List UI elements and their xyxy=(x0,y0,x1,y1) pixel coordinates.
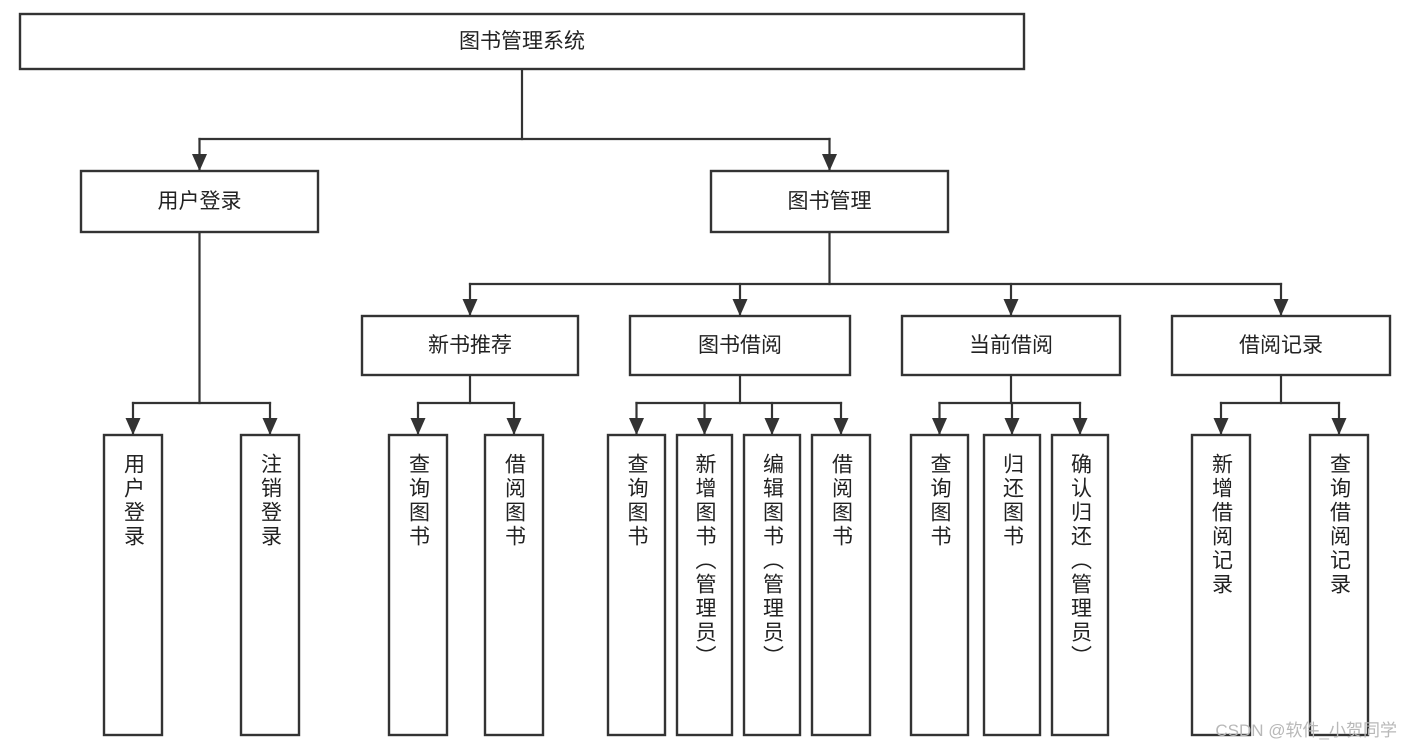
arrow-head-icon xyxy=(1072,418,1088,435)
arrow-head-icon xyxy=(1004,418,1020,435)
node-box-leaf-borrow-book-bw[interactable] xyxy=(810,433,872,737)
node-box-leaf-user-login[interactable] xyxy=(102,433,164,737)
arrow-head-icon xyxy=(1003,299,1019,316)
arrow-head-icon xyxy=(697,418,712,435)
arrow-head-icon xyxy=(833,418,849,435)
node-box-leaf-query-record[interactable] xyxy=(1308,433,1370,737)
arrow-head-icon xyxy=(629,418,644,435)
box-layer xyxy=(18,12,1392,737)
node-box-new-book-rec[interactable] xyxy=(360,314,580,377)
node-box-leaf-user-logout[interactable] xyxy=(239,433,301,737)
node-box-leaf-add-book[interactable] xyxy=(675,433,734,737)
node-label-new-book-rec: 新书推荐 xyxy=(428,334,512,357)
arrow-head-icon xyxy=(1273,299,1289,316)
node-label-book-manage: 图书管理 xyxy=(788,190,872,213)
arrow-head-icon xyxy=(1213,418,1229,435)
node-box-leaf-confirm-return[interactable] xyxy=(1050,433,1110,737)
arrow-head-icon xyxy=(822,154,837,171)
arrow-head-icon xyxy=(462,299,478,316)
node-box-leaf-add-record[interactable] xyxy=(1190,433,1252,737)
watermark: CSDN @软件_小贺同学 xyxy=(1215,721,1397,740)
arrow-head-icon xyxy=(764,418,780,435)
node-box-leaf-query-book-rec[interactable] xyxy=(387,433,449,737)
node-box-leaf-query-book-bw[interactable] xyxy=(606,433,667,737)
node-label-root: 图书管理系统 xyxy=(459,30,585,53)
arrow-head-icon xyxy=(192,154,207,171)
node-box-leaf-borrow-book-rec[interactable] xyxy=(483,433,545,737)
node-box-borrow-record[interactable] xyxy=(1170,314,1392,377)
node-box-book-borrow[interactable] xyxy=(628,314,852,377)
node-box-root[interactable] xyxy=(18,12,1026,71)
node-box-user-login[interactable] xyxy=(79,169,320,234)
node-label-borrow-record: 借阅记录 xyxy=(1239,334,1323,357)
node-box-current-borrow[interactable] xyxy=(900,314,1122,377)
node-box-leaf-query-book-cb[interactable] xyxy=(909,433,970,737)
node-box-book-manage[interactable] xyxy=(709,169,950,234)
node-box-leaf-edit-book[interactable] xyxy=(742,433,802,737)
node-label-current-borrow: 当前借阅 xyxy=(969,334,1053,357)
arrow-head-icon xyxy=(506,418,522,435)
node-label-user-login: 用户登录 xyxy=(158,190,242,213)
arrow-head-icon xyxy=(1331,418,1347,435)
arrow-head-icon xyxy=(732,299,748,316)
arrow-head-icon xyxy=(125,418,141,435)
connector-layer xyxy=(125,67,1347,436)
arrow-head-icon xyxy=(932,418,947,435)
arrow-head-icon xyxy=(262,418,278,435)
arrow-head-icon xyxy=(410,418,426,435)
node-box-leaf-return-book[interactable] xyxy=(982,433,1042,737)
node-label-book-borrow: 图书借阅 xyxy=(698,334,782,357)
